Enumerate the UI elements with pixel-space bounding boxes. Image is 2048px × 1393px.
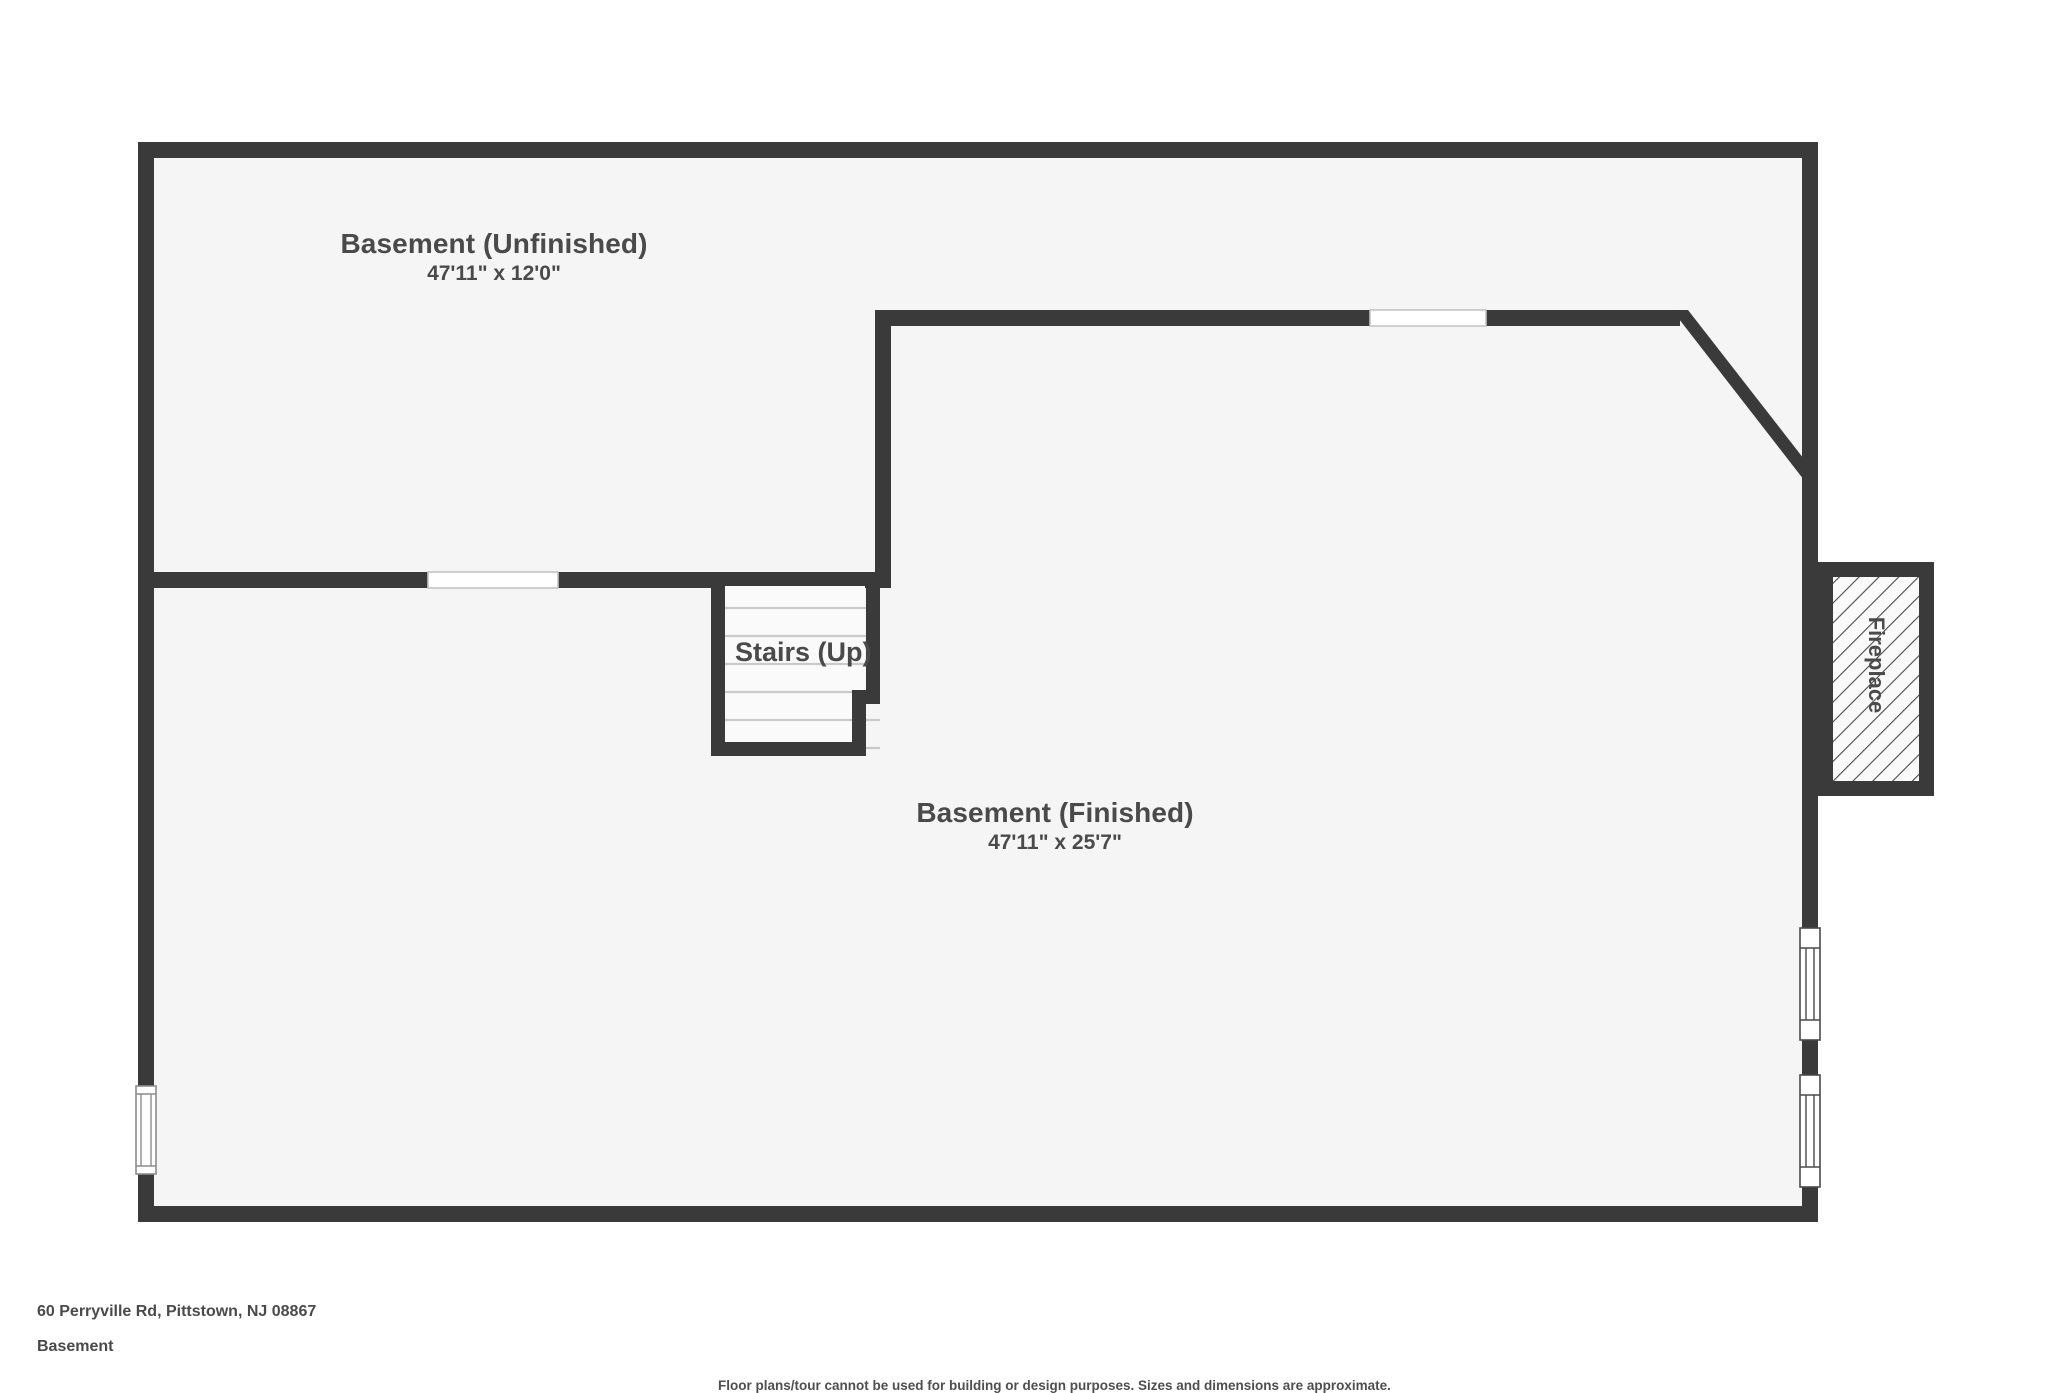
wall-interior-diagonal	[1672, 310, 1818, 498]
room-fills	[138, 142, 1818, 1222]
wall-exterior-south	[138, 1206, 1818, 1222]
window-left-wall	[135, 1085, 157, 1175]
room-fill-upper-right	[875, 310, 1818, 578]
footer-floor-name: Basement	[37, 1338, 114, 1355]
stairs-floor	[713, 586, 865, 756]
footer-disclaimer: Floor plans/tour cannot be used for buil…	[718, 1378, 1391, 1393]
wall-exterior-west	[138, 142, 154, 1222]
wall-interior-vertical	[875, 310, 891, 586]
stairs-structure[interactable]	[711, 586, 880, 756]
footer-address: 60 Perryville Rd, Pittstown, NJ 08867	[37, 1303, 317, 1320]
fireplace-label: Fireplace	[1864, 616, 1889, 714]
stairs-wall-east-lower	[852, 690, 866, 756]
window-right-wall-upper	[1799, 927, 1821, 1041]
wall-exterior-north	[138, 142, 1818, 158]
opening-interior-north	[1369, 309, 1487, 327]
stairs-wall-south	[711, 742, 866, 756]
room-fill-basement-finished	[138, 578, 1818, 1222]
opening-interior-west	[427, 571, 559, 589]
floor-plan-canvas: Basement (Unfinished) 47'11" x 12'0" Bas…	[37, 142, 1934, 1393]
stairs-wall-west	[711, 586, 725, 756]
windows	[135, 927, 1821, 1188]
fireplace-structure[interactable]	[1818, 562, 1934, 796]
wall-interior-north-right	[875, 310, 1680, 326]
floor-plan-drawing	[135, 142, 1934, 1222]
fireplace-hatch-fill	[1833, 577, 1919, 781]
stairs-wall-east-upper	[866, 586, 880, 700]
window-right-wall-lower	[1799, 1074, 1821, 1188]
room-fill-basement-unfinished	[138, 142, 1818, 578]
wall-exterior-east	[1802, 142, 1818, 1222]
stairs-label: Stairs (Up)	[735, 637, 872, 667]
wall-openings	[427, 309, 1487, 589]
